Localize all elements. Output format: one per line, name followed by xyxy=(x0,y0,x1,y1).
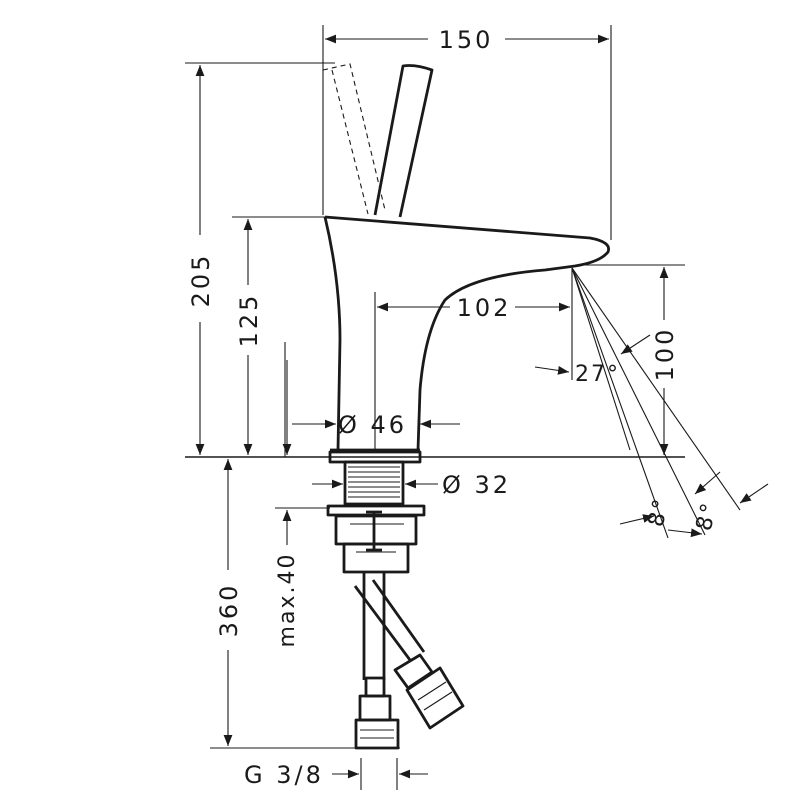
dimension-label-8deg-left: 8° xyxy=(644,495,676,529)
dimension-label-100: 100 xyxy=(651,327,679,382)
dimension-spout-height: 100 xyxy=(651,267,679,455)
dimension-shank-diameter: Ø 32 xyxy=(312,471,511,499)
dimension-label-102: 102 xyxy=(457,294,512,322)
dimension-height-spout: 125 xyxy=(235,219,263,455)
dimension-label-205: 205 xyxy=(187,253,215,308)
dimension-angle-main: 27° xyxy=(534,334,651,387)
dimension-label-dia-32: Ø 32 xyxy=(442,471,511,499)
dimension-max-thickness: max.40 xyxy=(275,360,300,647)
dimension-label-125: 125 xyxy=(235,293,263,348)
dimension-width-total: 150 xyxy=(325,26,609,54)
dimension-label-dia-46: Ø 46 xyxy=(338,411,407,439)
dimension-hose-length: 360 xyxy=(215,459,243,746)
dimension-base-diameter: Ø 46 xyxy=(292,411,460,439)
dimension-connection: G 3/8 xyxy=(244,761,428,789)
dimension-label-150: 150 xyxy=(439,26,494,54)
dimension-label-max-40: max.40 xyxy=(275,553,300,648)
reference-lines xyxy=(185,25,685,790)
faucet-shank xyxy=(326,450,426,574)
dimension-spout-reach: 102 xyxy=(377,294,570,322)
supply-hoses xyxy=(353,572,465,750)
water-jet-lines xyxy=(571,267,741,539)
dimension-label-g-3-8: G 3/8 xyxy=(244,761,324,789)
dimension-label-8deg-right: 8° xyxy=(692,499,724,533)
dimension-label-360: 360 xyxy=(215,583,243,638)
dimension-height-total: 205 xyxy=(187,65,215,455)
faucet-body xyxy=(322,63,610,452)
dimension-label-27deg: 27° xyxy=(575,362,620,387)
dimension-angle-right: 8° xyxy=(667,483,769,538)
